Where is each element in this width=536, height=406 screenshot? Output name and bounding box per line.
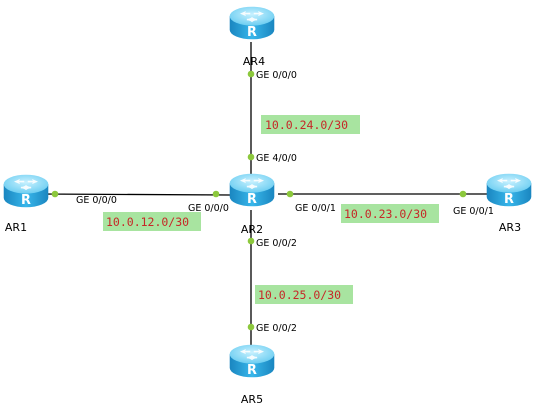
subnet-text-ar2-ar4: 10.0.24.0/30 <box>265 118 348 132</box>
port-dots <box>51 70 467 331</box>
router-label-ar4: AR4 <box>243 55 265 68</box>
port-label-ar4-ge000: GE 0/0/0 <box>256 70 297 81</box>
router-icon <box>229 6 275 40</box>
subnet-text-ar1-ar2: 10.0.12.0/30 <box>106 215 189 229</box>
port-label-ar2-ge001: GE 0/0/1 <box>295 203 336 214</box>
router-icon <box>486 173 532 207</box>
port-label-ar1-ge000: GE 0/0/0 <box>76 195 117 206</box>
router-ar4[interactable]: AR4 <box>229 6 275 68</box>
subnet-text-ar2-ar3: 10.0.23.0/30 <box>344 207 427 221</box>
port-label-ar2-ge002: GE 0/0/2 <box>256 238 297 249</box>
port-label-ar3-ge001: GE 0/0/1 <box>453 206 494 217</box>
router-ar1[interactable]: AR1 <box>3 174 49 234</box>
port-dot-ar2-ge400[interactable] <box>247 153 255 161</box>
port-dot-ar2-ge000[interactable] <box>212 190 220 198</box>
port-dot-ar4-ge000[interactable] <box>247 70 255 78</box>
port-dot-ar5-ge002[interactable] <box>247 323 255 331</box>
router-label-ar1: AR1 <box>5 221 27 234</box>
port-dot-ar1-ge000[interactable] <box>51 190 59 198</box>
router-ar2[interactable]: AR2 <box>229 173 275 236</box>
router-ar3[interactable]: AR3 <box>486 173 532 234</box>
router-icon <box>3 174 49 208</box>
router-icon <box>229 173 275 207</box>
router-ar5[interactable]: AR5 <box>229 344 275 406</box>
port-label-ar2-ge000: GE 0/0/0 <box>188 203 229 214</box>
port-dot-ar3-ge001[interactable] <box>459 190 467 198</box>
subnet-tag-ar2-ar3: 10.0.23.0/30 <box>341 204 439 223</box>
port-label-ar5-ge002: GE 0/0/2 <box>256 323 297 334</box>
router-label-ar3: AR3 <box>499 221 521 234</box>
subnet-tag-ar1-ar2: 10.0.12.0/30 <box>103 212 201 231</box>
subnet-text-ar2-ar5: 10.0.25.0/30 <box>258 288 341 302</box>
port-label-ar2-ge400: GE 4/0/0 <box>256 153 297 164</box>
router-label-ar5: AR5 <box>241 393 263 406</box>
router-label-ar2: AR2 <box>241 223 263 236</box>
port-dot-ar2-ge001[interactable] <box>286 190 294 198</box>
router-icon <box>229 344 275 378</box>
port-dot-ar2-ge002[interactable] <box>247 237 255 245</box>
link-ar1-ar2 <box>39 193 231 196</box>
subnet-tag-ar2-ar5: 10.0.25.0/30 <box>255 285 353 304</box>
subnet-tag-ar2-ar4: 10.0.24.0/30 <box>261 115 360 134</box>
